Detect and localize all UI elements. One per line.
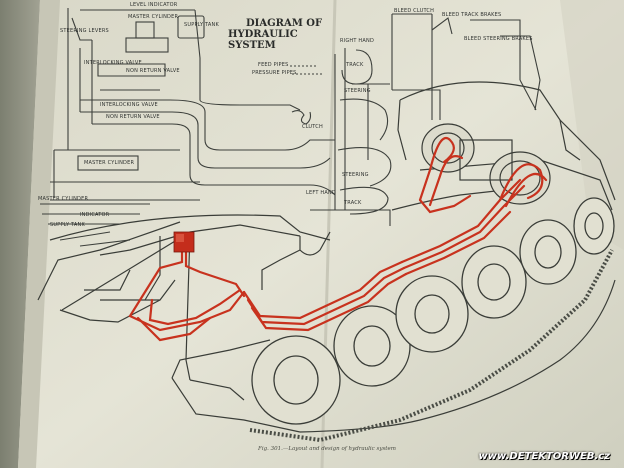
schematic-lines: [40, 8, 541, 247]
label-level-indicator: LEVEL INDICATOR: [130, 2, 178, 8]
label-track-left: TRACK: [344, 200, 362, 206]
label-bleed-clutch: BLEED CLUTCH: [394, 8, 435, 14]
label-track-right: TRACK: [346, 62, 364, 68]
label-non-return-valve: NON RETURN VALVE: [126, 68, 180, 74]
label-steering-levers: STEERING LEVERS: [60, 28, 109, 34]
pressure-pipes-red: [128, 137, 548, 342]
label-interlocking-valve: INTERLOCKING VALVE: [84, 60, 142, 66]
diagram-title-line2: HYDRAULIC SYSTEM: [228, 29, 298, 51]
label-steering-left: STEERING: [342, 172, 369, 178]
tank-hull-outline: [37, 81, 616, 433]
label-bleed-track-brakes: BLEED TRACK BRAKES: [442, 12, 502, 18]
label-clutch: CLUTCH: [302, 124, 323, 130]
track-teeth: [249, 249, 614, 443]
diagram-title-line1: DIAGRAM OF: [246, 18, 323, 29]
watermark: www.DETEKTORWEB.cz: [478, 451, 610, 462]
legend-feed-pipes: FEED PIPES: [258, 62, 289, 68]
label-supply-tank: SUPPLY TANK: [184, 22, 219, 28]
label-indicator: INDICATOR: [80, 212, 110, 218]
road-wheels: [251, 197, 615, 425]
label-right-hand: RIGHT HAND: [340, 38, 374, 44]
label-master-cylinder-2: MASTER CYLINDER: [84, 160, 135, 166]
label-left-hand: LEFT HAND: [306, 190, 336, 196]
legend-pressure-pipes: PRESSURE PIPES: [252, 70, 297, 76]
page: [18, 0, 624, 468]
label-master-cylinder-3: MASTER CYLINDER: [38, 196, 89, 202]
label-supply-tank-2: SUPPLY TANK: [50, 222, 85, 228]
label-steering-right: STEERING: [344, 88, 371, 94]
figure-caption: Fig. 301.—Layout and design of hydraulic…: [258, 446, 396, 452]
label-master-cylinder: MASTER CYLINDER: [128, 14, 179, 20]
label-bleed-steering-brakes: BLEED STEERING BRAKES: [464, 36, 533, 42]
diagram-title: DIAGRAM OF HYDRAULIC SYSTEM: [228, 18, 338, 51]
label-interlocking-valve-2: INTERLOCKING VALVE: [100, 102, 158, 108]
label-non-return-valve-2: NON RETURN VALVE: [106, 114, 160, 120]
